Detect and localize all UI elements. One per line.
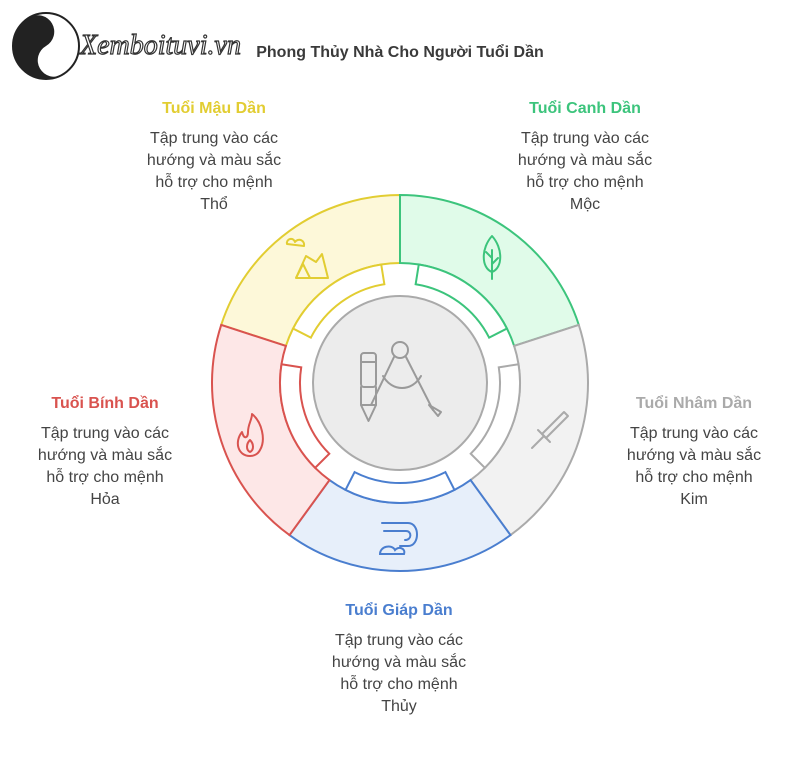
desc-line: Kim [680,491,708,508]
pen-compass-icon [360,341,442,422]
flame-icon [236,413,264,457]
desc-line: Tập trung vào các [334,632,464,649]
inner-band-giap [344,470,456,504]
segment-description: Tập trung vào các hướng và màu sắc hỗ tr… [0,423,210,511]
label-tuoi-nham-dan: Tuổi Nhâm Dần Tập trung vào các hướng và… [589,395,799,511]
label-tuoi-giap-dan: Tuổi Giáp Dần Tập trung vào các hướng và… [294,602,504,718]
segment-title: Tuổi Canh Dần [529,100,641,117]
inner-band-binh [279,363,331,470]
segment-title: Tuổi Giáp Dần [345,602,453,619]
site-logo: Xemboituvi.vn [10,10,310,82]
desc-line: Thủy [381,698,417,715]
desc-line: Tập trung vào các [629,425,759,442]
page-title: Phong Thủy Nhà Cho Người Tuổi Dần [256,44,544,61]
desc-line: Tập trung vào các [520,130,650,147]
segment-title: Tuổi Mậu Dần [162,100,266,117]
desc-line: Mộc [569,196,601,213]
leaf-icon [482,235,502,280]
label-tuoi-mau-dan: Tuổi Mậu Dần Tập trung vào các hướng và … [109,100,319,216]
mountain-icon [285,237,329,279]
label-tuoi-binh-dan: Tuổi Bính Dần Tập trung vào các hướng và… [0,395,210,511]
desc-line: hướng và màu sắc [37,447,173,464]
segment-description: Tập trung vào các hướng và màu sắc hỗ tr… [480,128,690,216]
desc-line: Hỏa [90,491,120,508]
desc-line: hỗ trợ cho mệnh [155,174,273,191]
inner-band-mau [291,263,386,339]
desc-line: hướng và màu sắc [626,447,762,464]
desc-line: Tập trung vào các [149,130,279,147]
inner-band-canh [414,263,509,339]
inner-band-nham [469,363,521,470]
yin-yang-logo-icon: Xemboituvi.vn [12,12,242,80]
desc-line: hỗ trợ cho mệnh [526,174,644,191]
segment-title: Tuổi Nhâm Dần [635,395,753,412]
sword-icon [531,411,569,449]
segment-description: Tập trung vào các hướng và màu sắc hỗ tr… [589,423,799,511]
desc-line: hướng và màu sắc [517,152,653,169]
segment-description: Tập trung vào các hướng và màu sắc hỗ tr… [294,630,504,718]
desc-line: hỗ trợ cho mệnh [340,676,458,693]
desc-line: hỗ trợ cho mệnh [46,469,164,486]
desc-line: hướng và màu sắc [146,152,282,169]
desc-line: hỗ trợ cho mệnh [635,469,753,486]
label-tuoi-canh-dan: Tuổi Canh Dần Tập trung vào các hướng và… [480,100,690,216]
wave-icon [378,522,418,555]
desc-line: hướng và màu sắc [331,654,467,671]
segment-title: Tuổi Bính Dần [51,395,159,412]
inner-ring [279,263,521,504]
watermark-text: Xemboituvi.vn [79,30,241,61]
center-hub [312,295,488,471]
desc-line: Tập trung vào các [40,425,170,442]
desc-line: Thổ [200,196,228,213]
segment-description: Tập trung vào các hướng và màu sắc hỗ tr… [109,128,319,216]
